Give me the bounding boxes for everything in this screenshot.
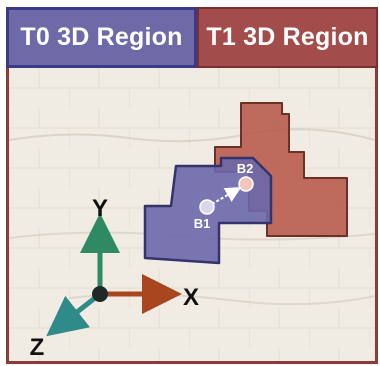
b1-point (200, 200, 214, 214)
b2-point (239, 177, 253, 191)
scene-frame: B2 B1 Y X Z (6, 68, 378, 364)
z-axis-label: Z (30, 334, 45, 361)
scene-svg: B2 B1 Y X Z (9, 68, 375, 361)
t0-region-title: T0 3D Region (20, 23, 182, 52)
t0-region-header: T0 3D Region (6, 7, 197, 68)
axes-origin (92, 286, 108, 302)
x-axis-label: X (183, 284, 199, 311)
t1-region-header: T1 3D Region (197, 7, 378, 68)
b2-label: B2 (237, 161, 254, 176)
y-axis-label: Y (92, 195, 108, 222)
t1-region-title: T1 3D Region (206, 23, 368, 52)
b1-label: B1 (194, 216, 211, 231)
